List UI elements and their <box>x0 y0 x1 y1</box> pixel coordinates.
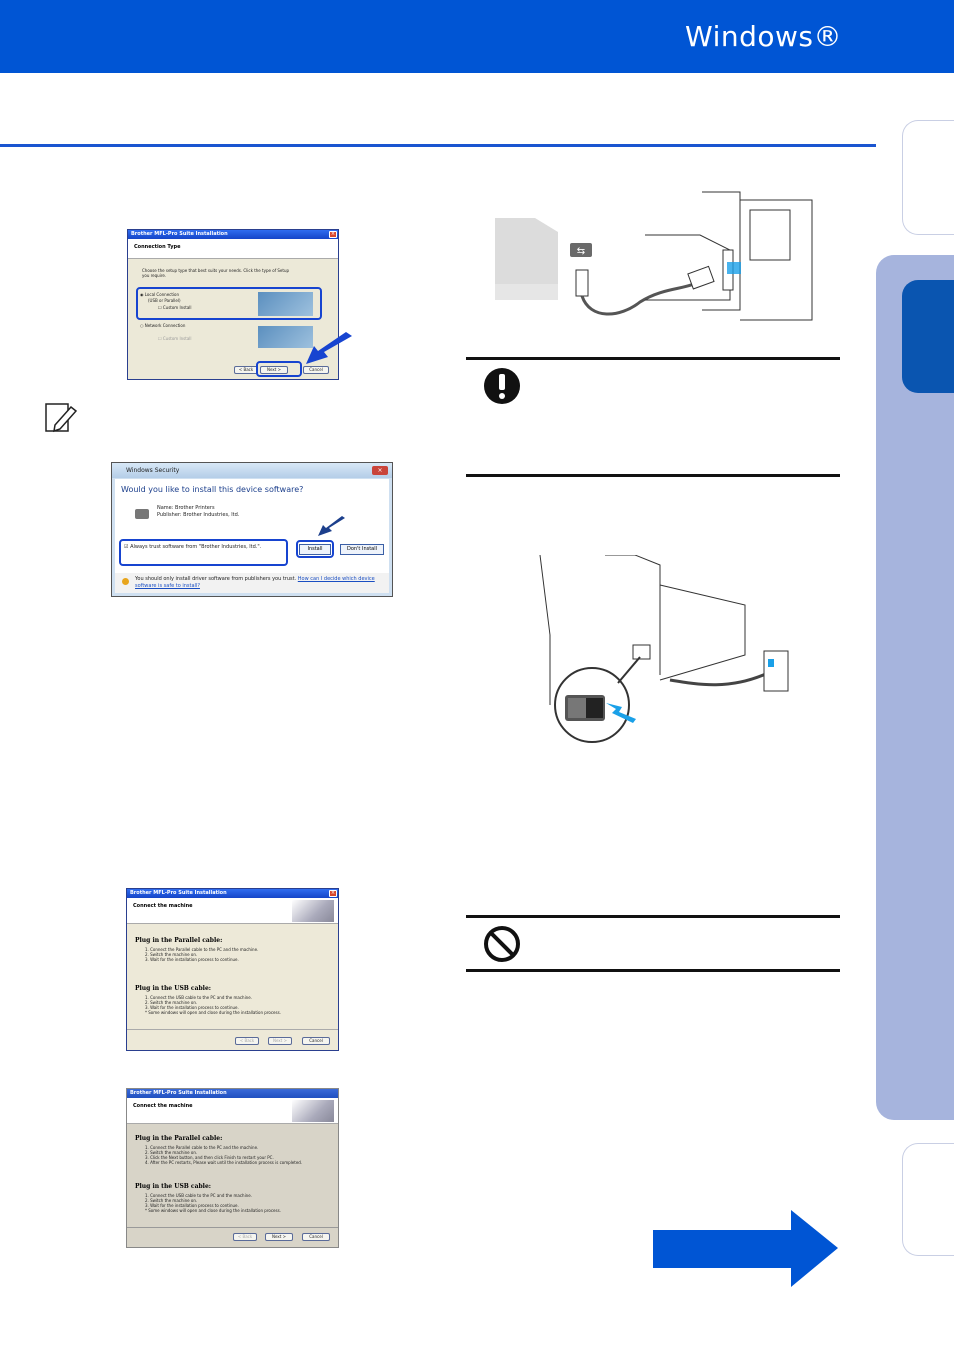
parallel-title: Plug in the Parallel cable: <box>135 1135 223 1142</box>
back-button[interactable]: < Back <box>233 1233 257 1241</box>
radio-network-connection[interactable]: ○ Network Connection <box>140 323 186 328</box>
connect-machine-dialog: Brother MFL-Pro Suite Installation × Con… <box>126 888 339 1051</box>
next-button[interactable]: Next > <box>268 1037 292 1045</box>
custom-install-checkbox-2[interactable]: ☐ Custom Install <box>158 336 192 341</box>
parallel-steps: 1. Connect the Parallel cable to the PC … <box>145 947 258 962</box>
section-rule <box>0 144 876 147</box>
warning-shield-icon <box>122 578 129 585</box>
parallel-title: Plug in the Parallel cable: <box>135 937 223 944</box>
caution-box <box>466 357 840 477</box>
step-line: * Some windows will open and close durin… <box>145 1010 281 1015</box>
usb-cable-illustration: ⇆ <box>495 191 813 321</box>
dialog-titlebar: Windows Security <box>112 463 392 478</box>
install-button[interactable]: Install <box>299 544 331 555</box>
driver-name: Name: Brother Printers <box>157 505 215 511</box>
dialog-instructions: Choose the setup type that best suits yo… <box>142 268 290 278</box>
radio-local-connection[interactable]: ◉ Local Connection <box>140 292 180 297</box>
step-line: 3. Click the Next button, and then click… <box>145 1155 274 1160</box>
side-tab-bottom <box>902 1143 954 1256</box>
svg-text:⇆: ⇆ <box>577 246 585 257</box>
dialog-heading: Connect the machine <box>133 1103 193 1109</box>
warning-text: You should only install driver software … <box>135 576 297 582</box>
step-line: 1. Connect the USB cable to the PC and t… <box>145 995 252 1000</box>
usb-steps: 1. Connect the USB cable to the PC and t… <box>145 1193 281 1213</box>
step-line: 2. Switch the machine on. <box>145 1198 198 1203</box>
cancel-button[interactable]: Cancel <box>303 366 329 374</box>
highlight-install <box>296 540 334 558</box>
arrow-to-install-icon <box>318 516 345 536</box>
back-button[interactable]: < Back <box>235 1037 259 1045</box>
close-icon[interactable]: × <box>329 890 337 897</box>
step-line: * Some windows will open and close durin… <box>145 1208 281 1213</box>
highlight-next <box>256 361 302 377</box>
connect-machine-restart-dialog: Brother MFL-Pro Suite Installation Conne… <box>126 1088 339 1248</box>
step-line: 2. Switch the machine on. <box>145 952 198 957</box>
step-line: 1. Connect the USB cable to the PC and t… <box>145 1193 252 1198</box>
prohibit-box <box>466 915 840 972</box>
cancel-button[interactable]: Cancel <box>302 1037 330 1045</box>
dialog-titlebar: Brother MFL-Pro Suite Installation <box>128 230 338 239</box>
custom-install-checkbox[interactable]: ☐ Custom Install <box>158 305 192 310</box>
help-link[interactable]: How can I decide which device software i… <box>135 576 375 589</box>
step-line: 4. After the PC restarts, Please wait un… <box>145 1160 303 1165</box>
side-tab-active <box>902 280 954 393</box>
step-line: 2. Switch the machine on. <box>145 1150 198 1155</box>
arrow-to-next-icon <box>306 332 352 364</box>
step-line: 3. Wait for the installation process to … <box>145 1005 239 1010</box>
usb-steps: 1. Connect the USB cable to the PC and t… <box>145 995 281 1015</box>
dialog-heading: Connect the machine <box>133 903 193 909</box>
step-line: 1. Connect the Parallel cable to the PC … <box>145 1145 259 1150</box>
close-icon[interactable]: × <box>372 466 388 475</box>
dialog-titlebar: Brother MFL-Pro Suite Installation <box>127 889 338 898</box>
header-graphic <box>292 1100 334 1122</box>
page-title: Windows® <box>685 20 842 53</box>
header-bar <box>0 0 954 73</box>
network-image <box>258 326 313 348</box>
dialog-heading: Connection Type <box>134 244 181 250</box>
printer-icon <box>135 509 149 519</box>
highlight-trust <box>119 539 288 566</box>
caution-icon <box>484 368 520 404</box>
step-line: 1. Connect the Parallel cable to the PC … <box>145 947 259 952</box>
highlight-local <box>136 287 322 320</box>
local-connection-sub: (USB or Parallel) <box>148 298 181 303</box>
step-line: 3. Wait for the installation process to … <box>145 1203 239 1208</box>
back-button[interactable]: < Back <box>234 366 258 374</box>
note-pencil-icon <box>45 403 78 433</box>
parallel-steps: 1. Connect the Parallel cable to the PC … <box>145 1145 302 1165</box>
usb-image <box>258 292 313 316</box>
always-trust-checkbox[interactable]: ☑ Always trust software from "Brother In… <box>124 544 262 550</box>
dialog-titlebar: Brother MFL-Pro Suite Installation <box>127 1089 338 1098</box>
security-question: Would you like to install this device so… <box>121 485 304 494</box>
step-line: 3. Wait for the installation process to … <box>145 957 239 962</box>
side-tab-top <box>902 120 954 235</box>
usb-title: Plug in the USB cable: <box>135 985 211 992</box>
dont-install-button[interactable]: Don't Install <box>340 544 384 555</box>
windows-security-dialog: Windows Security × Would you like to ins… <box>111 462 393 597</box>
cancel-button[interactable]: Cancel <box>302 1233 330 1241</box>
usb-title: Plug in the USB cable: <box>135 1183 211 1190</box>
continue-arrow-icon <box>653 1210 838 1287</box>
next-button[interactable]: Next > <box>265 1233 293 1241</box>
step-line: 2. Switch the machine on. <box>145 1000 198 1005</box>
connection-type-dialog: Brother MFL-Pro Suite Installation × Con… <box>127 229 339 380</box>
header-graphic <box>292 900 334 922</box>
side-tab-band <box>876 255 954 1120</box>
prohibit-icon <box>484 926 520 962</box>
next-button[interactable]: Next > <box>260 366 288 374</box>
driver-publisher: Publisher: Brother Industries, ltd. <box>157 512 240 518</box>
power-switch-illustration <box>539 555 789 743</box>
close-icon[interactable]: × <box>329 231 337 238</box>
